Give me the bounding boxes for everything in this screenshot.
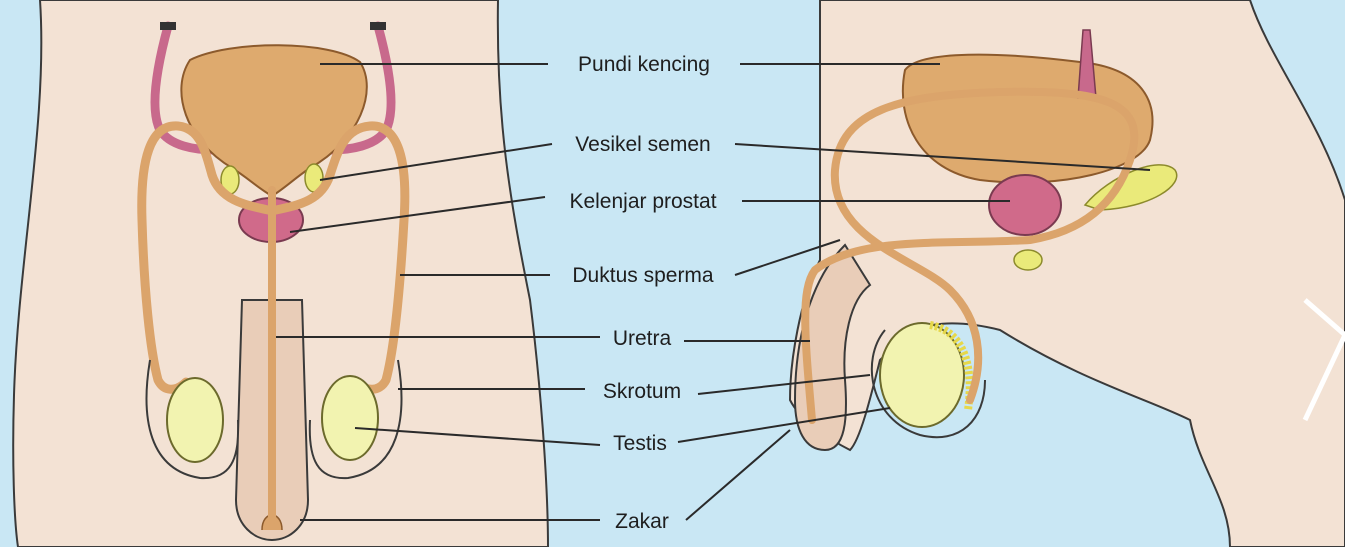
side-bladder (903, 55, 1153, 183)
label-penis: Zakar (615, 510, 669, 533)
label-testis: Testis (613, 432, 667, 455)
right-ureter-cap (370, 22, 386, 30)
side-gland (1014, 250, 1042, 270)
label-sperm-duct: Duktus sperma (572, 264, 714, 287)
label-urethra: Uretra (613, 327, 672, 350)
label-prostate: Kelenjar prostat (569, 190, 716, 213)
left-ureter-cap (160, 22, 176, 30)
label-seminal-vesicle: Vesikel semen (575, 133, 710, 156)
left-testis (167, 378, 223, 462)
label-scrotum: Skrotum (603, 380, 681, 403)
label-bladder: Pundi kencing (578, 53, 710, 76)
right-testis (322, 376, 378, 460)
side-prostate (989, 175, 1061, 235)
front-view (13, 0, 548, 547)
